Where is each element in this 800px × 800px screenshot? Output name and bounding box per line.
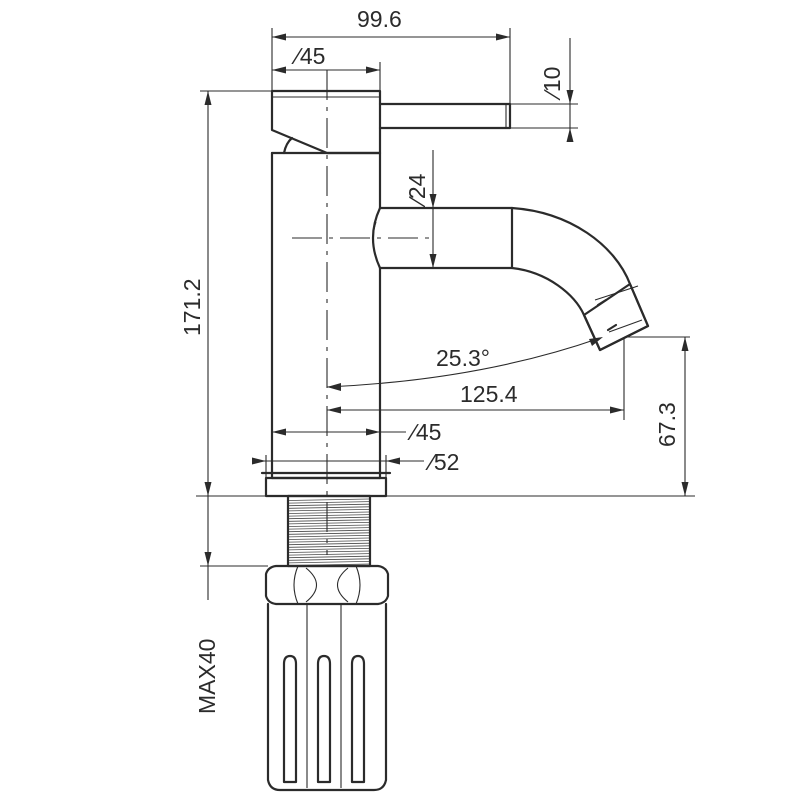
thread-line [288,516,370,520]
arrow [204,482,212,496]
arrow [681,482,689,496]
aerator-ring [594,285,643,333]
arrow [566,90,574,104]
thread-line [288,540,370,543]
hex-nut-face-left [293,565,299,605]
hex-nut-face-center [305,567,349,603]
thread-line [288,506,370,509]
thread-line [288,535,370,538]
label-body-diameter: ∕45 [407,419,441,445]
flute-1 [282,654,298,784]
sleeve-flutes [282,604,366,788]
aerator-mark-1 [596,298,608,307]
thread-line [288,555,370,559]
label-handle-diameter: ∕45 [291,43,325,69]
hex-nut [264,564,390,606]
arrow [252,457,266,465]
thread-line [288,548,370,551]
label-base-diameter: ∕52 [425,449,459,475]
thread-line [288,511,370,514]
arrow [366,66,380,74]
arrow [272,66,286,74]
label-lever-diameter: ∕10 [539,67,565,101]
base-flange [264,476,388,498]
thread-line [288,503,370,507]
spout [378,206,650,352]
thread-line [288,561,370,564]
spout-joint-inner [372,221,377,257]
center-lines [292,70,430,555]
label-overall-length: 99.6 [357,6,402,32]
label-max-thickness: MAX40 [194,639,220,714]
thread-line [288,509,370,512]
thread-line [288,532,370,535]
thread-line [288,553,370,556]
handle-neck [282,136,294,155]
arrow [327,383,341,391]
thread-line [288,558,370,561]
thread-line [288,524,370,527]
thread-line [288,542,370,546]
arrow [429,254,437,268]
dim-arc-spout-angle [326,337,601,388]
label-total-height: 171.2 [179,278,205,336]
hex-nut-face-right [355,565,361,605]
thread-line [288,522,370,525]
arrow [429,194,437,208]
mounting-hardware [264,494,390,792]
faucet-outline [260,89,650,498]
arrow [610,406,624,414]
label-spout-diameter: ∕24 [404,173,430,208]
thread-line [288,514,370,517]
arrow [386,457,400,465]
thread-line [288,550,370,553]
arrow [272,33,286,41]
thread-line [288,527,370,530]
arrow [496,33,510,41]
arrow [681,337,689,351]
shank-threads [288,498,370,566]
arrow [204,552,212,566]
fluted-sleeve [266,602,388,792]
dimension-lines [196,28,695,600]
label-spout-height: 67.3 [654,402,680,447]
flute-3 [350,654,366,784]
lever [378,102,512,130]
arrow [366,428,380,436]
label-spout-reach: 125.4 [460,381,518,407]
arrow [204,91,212,105]
thread-line [288,537,370,540]
thread-line [288,529,370,533]
thread-line [288,519,370,522]
flute-2 [316,654,332,784]
aerator-mark-2 [606,323,618,332]
arrow [566,128,574,142]
arrow [272,428,286,436]
thread-line [288,501,370,504]
thread-line [288,498,370,501]
label-spout-angle: 25.3° [436,345,490,371]
arrow [327,406,341,414]
dimension-labels: 99.6 ∕45 ∕10 ∕24 171.2 25.3° 125.4 67.3 … [179,6,680,714]
thread-line [288,545,370,548]
arrow [589,337,603,346]
